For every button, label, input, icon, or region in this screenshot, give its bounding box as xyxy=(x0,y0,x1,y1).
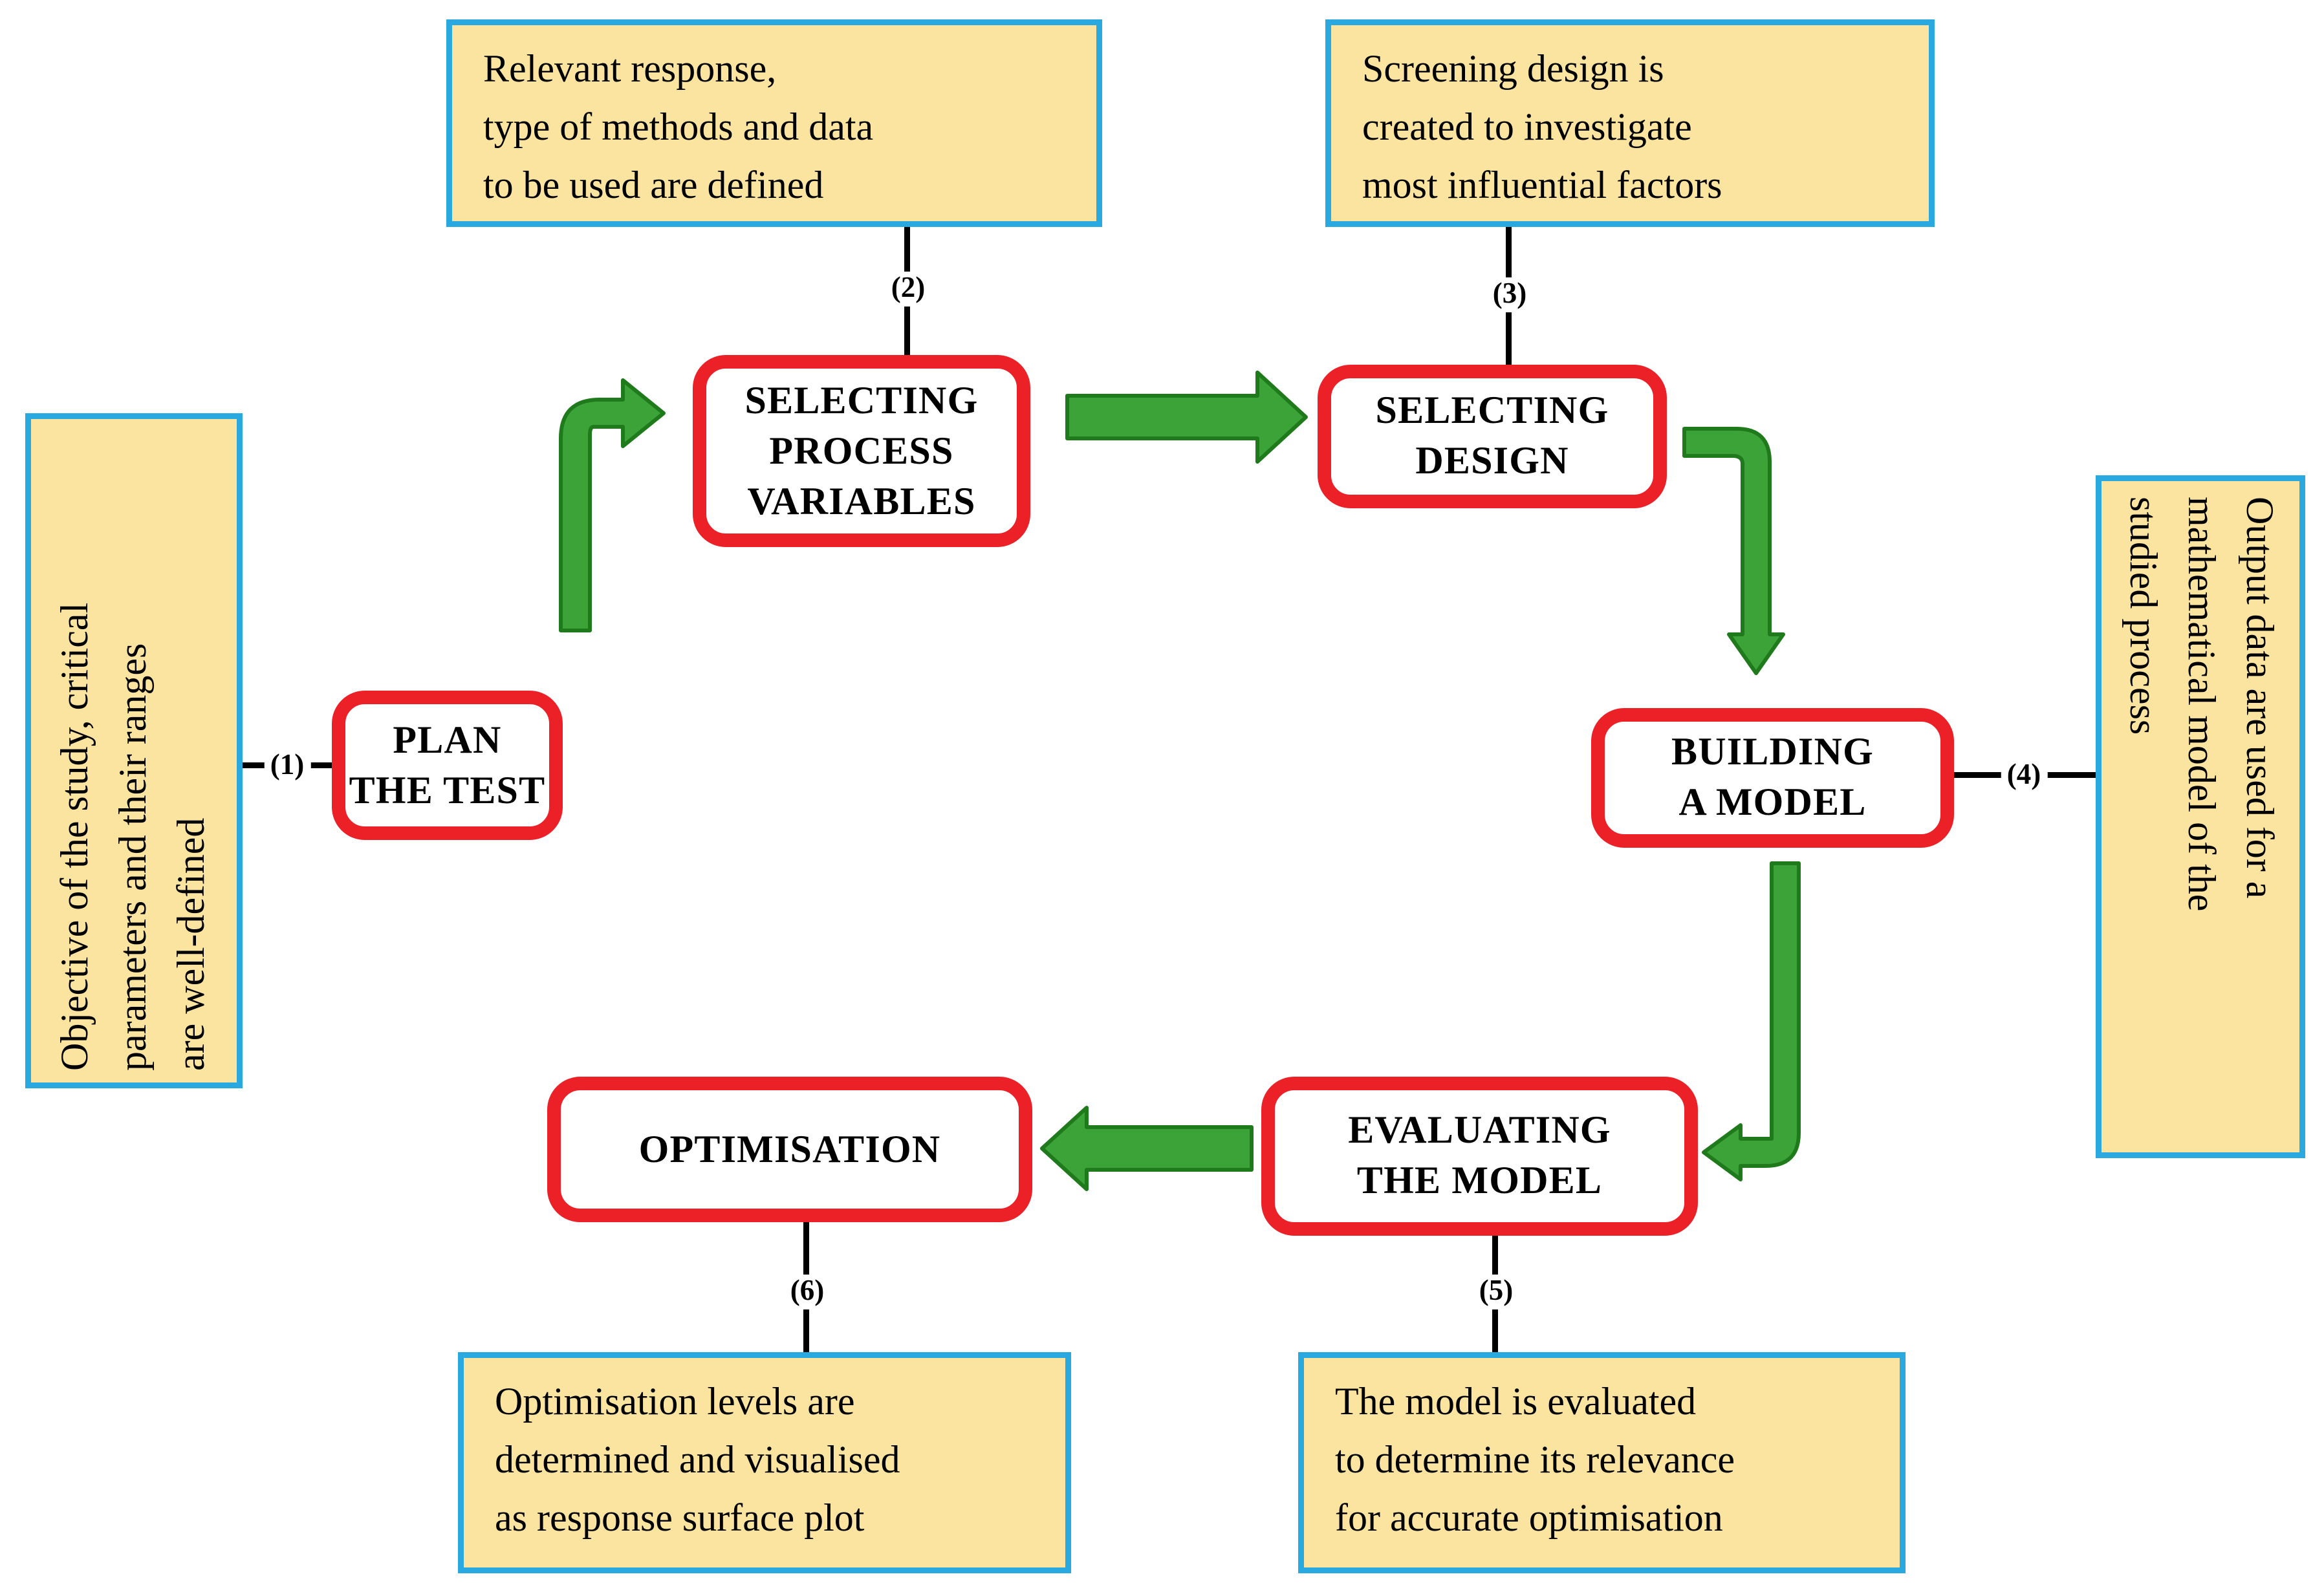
stage-optimisation: OPTIMISATION xyxy=(547,1077,1032,1222)
connector-label-2: (2) xyxy=(885,272,931,307)
stage-label: VARIABLES xyxy=(747,480,976,523)
note-line: The model is evaluated xyxy=(1335,1381,1697,1424)
stage-selecting-process-variables: SELECTING PROCESS VARIABLES xyxy=(693,355,1030,547)
note-2-top-left: Relevant response, type of methods and d… xyxy=(446,19,1102,227)
note-5-bottom-right: The model is evaluated to determine its … xyxy=(1298,1352,1906,1573)
note-3-text: Screening design is created to investiga… xyxy=(1331,25,1929,231)
note-3-top-right: Screening design is created to investiga… xyxy=(1325,19,1935,227)
arrow-model-to-evaluate-icon xyxy=(1702,861,1801,1181)
note-line: for accurate optimisation xyxy=(1335,1498,1723,1540)
connector-label-1: (1) xyxy=(264,749,310,784)
stage-evaluating-the-model: EVALUATING THE MODEL xyxy=(1261,1077,1698,1236)
note-line: Output data are used for a xyxy=(2237,497,2280,899)
connector-label-4: (4) xyxy=(2001,759,2047,793)
stage-label: PROCESS xyxy=(769,429,954,473)
note-6-bottom-left: Optimisation levels are determined and v… xyxy=(458,1352,1071,1573)
note-line: to be used are defined xyxy=(483,165,824,208)
note-6-text: Optimisation levels are determined and v… xyxy=(464,1358,1065,1564)
note-line: Relevant response, xyxy=(483,48,777,91)
stage-label: EVALUATING xyxy=(1348,1110,1611,1152)
note-line: parameters and their ranges xyxy=(113,643,155,1071)
note-line: created to investigate xyxy=(1362,107,1692,149)
note-4-right-vertical: Output data are used for a mathematical … xyxy=(2096,475,2305,1158)
connector-label-3: (3) xyxy=(1486,277,1533,312)
stage-label: SELECTING xyxy=(744,379,979,422)
stage-label: OPTIMISATION xyxy=(638,1128,941,1171)
note-line: most influential factors xyxy=(1362,165,1722,208)
arrow-evaluate-to-optimise-icon xyxy=(1040,1106,1254,1191)
note-line: determined and visualised xyxy=(495,1439,900,1482)
note-5-text: The model is evaluated to determine its … xyxy=(1304,1358,1900,1564)
stage-label: A MODEL xyxy=(1678,782,1867,824)
note-line: Objective of the study, critical xyxy=(54,602,97,1071)
connector-label-5: (5) xyxy=(1473,1275,1519,1309)
note-line: to determine its relevance xyxy=(1335,1439,1735,1482)
stage-building-a-model: BUILDING A MODEL xyxy=(1591,708,1954,848)
note-4-text: Output data are used for a mathematical … xyxy=(2113,497,2288,1137)
note-line: studied process xyxy=(2121,497,2164,735)
stage-label: DESIGN xyxy=(1415,440,1569,483)
note-2-text: Relevant response, type of methods and d… xyxy=(452,25,1096,231)
note-line: type of methods and data xyxy=(483,107,874,149)
note-line: are well-defined xyxy=(171,817,213,1071)
stage-label: SELECTING xyxy=(1375,390,1609,433)
note-1-left-vertical: Objective of the study, critical paramet… xyxy=(25,413,243,1088)
stage-label: PLAN xyxy=(393,718,502,762)
stage-plan-the-test: PLAN THE TEST xyxy=(332,691,563,840)
note-1-text: Objective of the study, critical paramet… xyxy=(47,431,221,1071)
note-line: Screening design is xyxy=(1362,48,1664,91)
stage-label: THE TEST xyxy=(349,769,546,812)
note-line: Optimisation levels are xyxy=(495,1381,855,1424)
stage-label: THE MODEL xyxy=(1356,1160,1603,1203)
note-line: as response surface plot xyxy=(495,1498,865,1540)
arrow-plan-to-variables-icon xyxy=(559,378,666,632)
stage-label: BUILDING xyxy=(1671,731,1874,774)
stage-selecting-design: SELECTING DESIGN xyxy=(1318,365,1667,508)
connector-label-6: (6) xyxy=(784,1275,831,1309)
arrow-design-to-model-icon xyxy=(1682,427,1785,675)
arrow-variables-to-design-icon xyxy=(1065,371,1308,464)
note-line: mathematical model of the xyxy=(2179,497,2222,912)
